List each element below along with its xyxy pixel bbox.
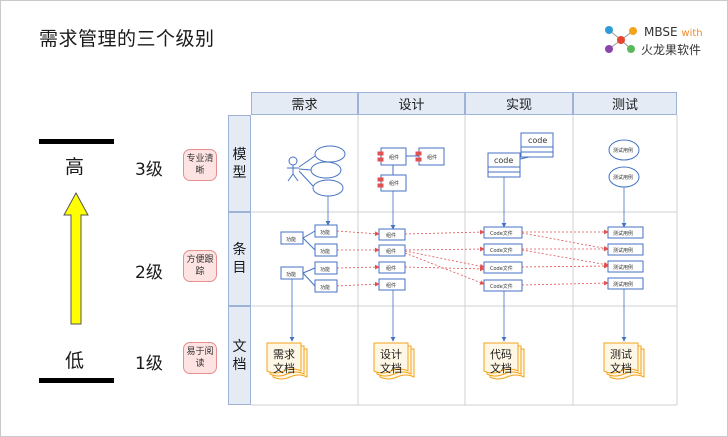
document-stack-requirement <box>266 342 308 380</box>
row-header-document-label: 文档 <box>232 338 247 373</box>
document-stack-test <box>603 342 645 380</box>
tag-easy-reading: 易于阅读 <box>183 342 217 374</box>
brand-logo-icon <box>605 26 637 53</box>
up-arrow-icon <box>63 191 89 325</box>
component-label-2: 组件 <box>427 154 437 161</box>
column-header-requirement: 需求 <box>251 92 358 115</box>
test-case-items: 测试用例 测试用例 测试用例 测试用例 <box>607 226 644 290</box>
function-label-1: 功能 <box>286 236 296 243</box>
design-item-label-1: 组件 <box>386 232 396 239</box>
brand-name: MBSE with <box>644 25 703 39</box>
row-header-item: 条目 <box>228 212 251 306</box>
function-label-2: 功能 <box>320 229 330 236</box>
test-case-ellipse-label-1: 测试用例 <box>613 147 633 154</box>
axis-high-label: 高 <box>65 156 85 178</box>
test-item-label-3: 测试用例 <box>613 264 633 271</box>
doc-label-design: 设计文档 <box>380 348 402 375</box>
row-header-item-label: 条目 <box>232 242 247 276</box>
brand-with: with <box>681 28 703 39</box>
axis-low-label: 低 <box>65 350 85 372</box>
document-stack-design <box>373 342 415 380</box>
test-item-label-1: 测试用例 <box>613 230 633 237</box>
brand-subtitle: 火龙果软件 <box>641 43 702 57</box>
test-item-label-4: 测试用例 <box>613 281 633 288</box>
row-header-model: 模型 <box>228 115 251 212</box>
trace-links <box>336 229 609 287</box>
code-file-label-3: Code文件 <box>490 265 513 272</box>
code-file-label-1: Code文件 <box>490 230 513 237</box>
code-class-model: code code <box>487 132 554 178</box>
level-2-label: 2级 <box>135 263 163 283</box>
document-stack-code <box>483 342 525 380</box>
code-file-label-4: Code文件 <box>490 283 513 290</box>
function-label-3: 功能 <box>320 248 330 255</box>
design-item-label-2: 组件 <box>386 248 396 255</box>
row-header-model-label: 模型 <box>232 146 247 181</box>
requirement-items: 功能 功能 功能 功能 功能 功能 <box>280 224 338 293</box>
design-item-label-3: 组件 <box>386 265 396 272</box>
axis-bottom-bar <box>39 378 114 383</box>
tag-easy-tracking: 方便跟踪 <box>183 250 217 282</box>
brand-mbse: MBSE <box>644 25 678 39</box>
column-header-test: 测试 <box>573 92 677 115</box>
level-1-label: 1级 <box>135 354 163 374</box>
doc-label-requirement: 需求文档 <box>273 348 295 375</box>
test-case-model: 测试用例 测试用例 <box>608 139 640 188</box>
doc-label-code: 代码文档 <box>490 348 512 375</box>
component-label-1: 组件 <box>389 154 399 161</box>
code-class-label-2: code <box>494 156 513 165</box>
page-title: 需求管理的三个级别 <box>39 28 215 50</box>
function-label-5: 功能 <box>320 266 330 273</box>
row-header-document: 文档 <box>228 306 251 405</box>
design-item-label-4: 组件 <box>386 282 396 289</box>
code-class-label-1: code <box>528 136 547 145</box>
column-header-design: 设计 <box>358 92 465 115</box>
doc-label-test: 测试文档 <box>610 348 632 375</box>
code-file-label-2: Code文件 <box>490 247 513 254</box>
design-items: 组件 组件 组件 组件 <box>378 228 406 291</box>
function-label-4: 功能 <box>286 271 296 278</box>
code-file-items: Code文件 Code文件 Code文件 Code文件 <box>483 226 523 292</box>
tag-professional-clear: 专业清晰 <box>183 149 217 181</box>
test-case-ellipse-label-2: 测试用例 <box>613 174 633 181</box>
component-model: 组件 组件 组件 <box>377 147 445 192</box>
test-item-label-2: 测试用例 <box>613 247 633 254</box>
function-label-6: 功能 <box>320 284 330 291</box>
vertical-links <box>289 177 627 342</box>
component-label-3: 组件 <box>389 180 399 187</box>
column-header-implementation: 实现 <box>465 92 573 115</box>
grid-lines <box>251 115 678 406</box>
use-case-model <box>287 145 346 197</box>
level-3-label: 3级 <box>135 160 163 180</box>
axis-top-bar <box>39 139 114 144</box>
